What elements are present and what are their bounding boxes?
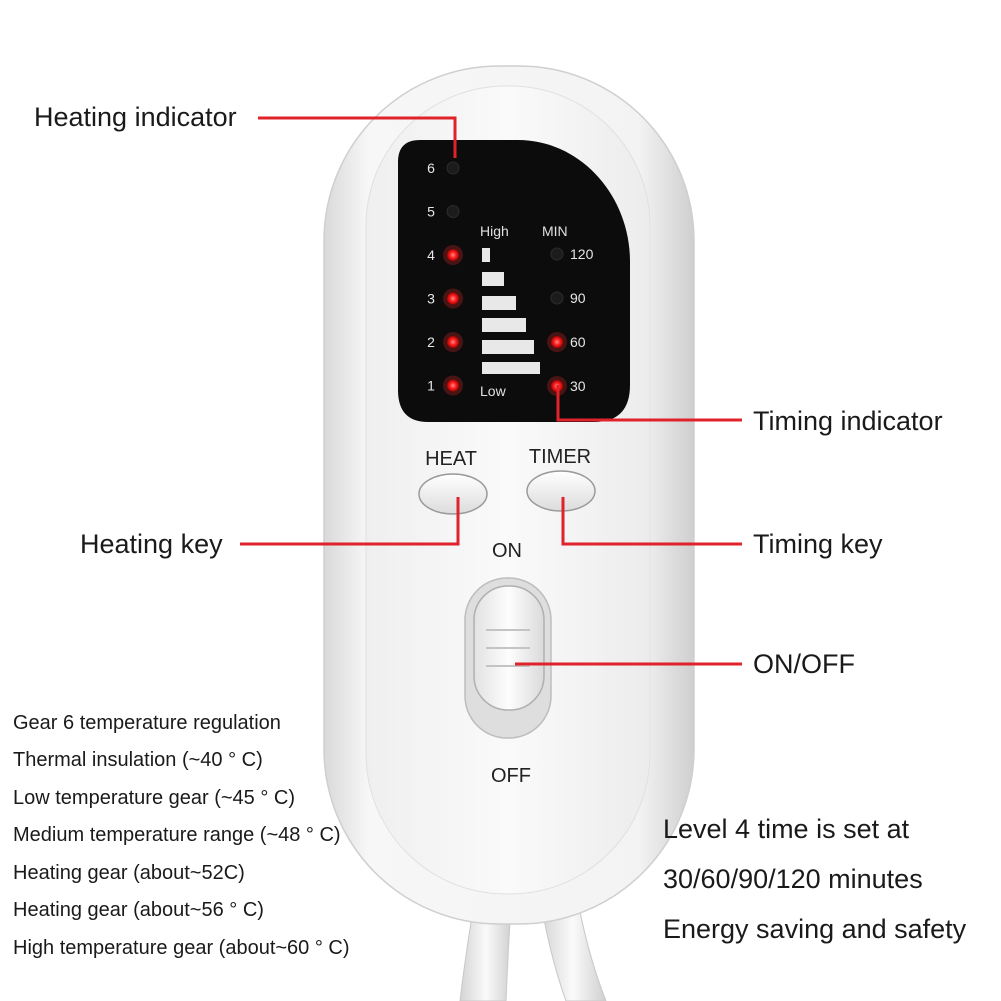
timer-value-label: 30 (570, 378, 586, 394)
timer-header-label: MIN (542, 223, 568, 239)
timer-value-label: 120 (570, 246, 594, 262)
heat-level-led (447, 292, 459, 305)
scale-step (482, 318, 526, 332)
scale-step (482, 272, 504, 286)
heat-level-led (447, 249, 459, 261)
timer-button[interactable] (526, 470, 596, 512)
scale-step (482, 340, 534, 354)
spec-line: High temperature gear (about~60 ° C) (13, 937, 350, 959)
heating-key-leader (240, 497, 460, 546)
scale-high-label: High (480, 223, 509, 239)
spec-line: Medium temperature range (~48 ° C) (13, 824, 341, 846)
feature-note: 30/60/90/120 minutes (663, 864, 923, 894)
heat-level-number: 2 (427, 334, 435, 350)
feature-note: Level 4 time is set at (663, 814, 910, 844)
heat-level-number: 4 (427, 247, 435, 263)
scale-step (482, 362, 540, 374)
heat-button[interactable] (418, 473, 488, 515)
timer-led (551, 336, 563, 348)
spec-line: Thermal insulation (~40 ° C) (13, 749, 263, 771)
timer-value-label: 90 (570, 290, 586, 306)
heat-level-indicators: 6 5 4 3 2 1 (427, 160, 463, 396)
timer-led (550, 247, 564, 261)
timing-indicator-leader (556, 385, 742, 422)
scale-low-label: Low (480, 383, 507, 399)
spec-line: Heating gear (about~56 ° C) (13, 899, 264, 921)
callout-leader-lines (240, 116, 742, 666)
heat-level-scale (482, 248, 540, 374)
on-off-callout: ON/OFF (753, 649, 855, 679)
spec-line: Low temperature gear (~45 ° C) (13, 787, 296, 809)
heating-key-callout: Heating key (80, 529, 223, 559)
heat-level-number: 5 (427, 204, 435, 220)
heat-level-number: 6 (427, 160, 435, 176)
heating-indicator-callout: Heating indicator (34, 102, 237, 132)
heat-level-number: 1 (427, 378, 435, 394)
spec-line: Heating gear (about~52C) (13, 862, 245, 884)
timing-key-callout: Timing key (753, 529, 883, 559)
scale-step (482, 248, 490, 262)
timing-indicator-callout: Timing indicator (753, 406, 943, 436)
scale-step (482, 296, 516, 310)
heat-level-led (446, 205, 460, 218)
heat-level-led (447, 379, 459, 392)
heating-indicator-leader (258, 116, 457, 158)
feature-note: Energy saving and safety (663, 914, 967, 944)
heat-level-number: 3 (427, 291, 435, 307)
heat-button-label: HEAT (425, 448, 477, 470)
timer-button-label: TIMER (529, 446, 591, 468)
heat-level-led (447, 336, 459, 348)
switch-off-label: OFF (491, 765, 531, 787)
switch-on-label: ON (492, 540, 522, 562)
spec-line: Gear 6 temperature regulation (13, 712, 281, 734)
timing-key-leader (561, 497, 742, 546)
timer-led (550, 291, 564, 305)
heat-level-led (446, 161, 460, 175)
timer-value-label: 60 (570, 334, 586, 350)
